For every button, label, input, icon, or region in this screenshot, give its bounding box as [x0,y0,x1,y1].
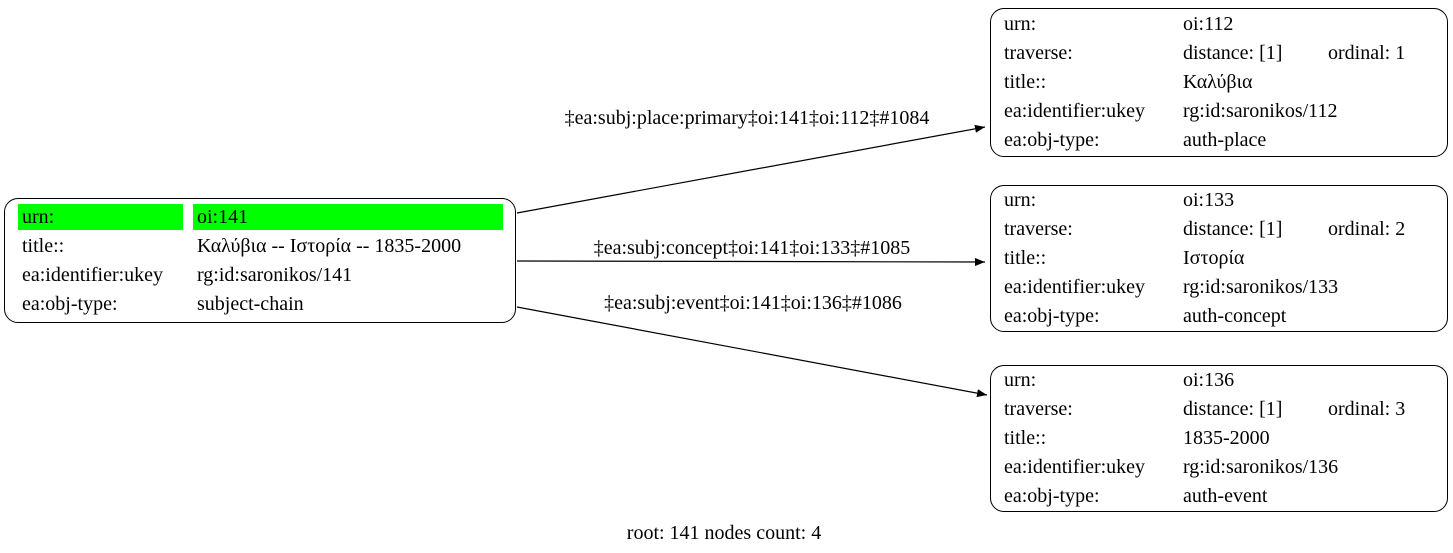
field-value: distance: [1] ordinal: 2 [1183,218,1435,241]
field-value: rg:id:saronikos/136 [1183,456,1339,478]
field-row-identifier: ea:identifier:ukey rg:id:saronikos/141 [18,261,503,290]
ordinal-value: ordinal: 3 [1328,398,1406,420]
record-rows: urn: oi:133 traverse: distance: [1] ordin… [991,186,1447,331]
field-value: 1835-2000 [1183,427,1270,449]
field-value: oi:141 [193,204,503,230]
field-value: subject-chain [197,292,304,315]
field-label: ea:identifier:ukey [1004,276,1146,298]
field-row-urn: urn: oi:133 [1004,186,1435,215]
field-value: oi:136 [1183,369,1235,391]
edge-label-event: ‡ea:subj:event‡oi:141‡oi:136‡#1086 [604,292,902,314]
field-value: Καλύβια [1183,71,1253,93]
field-label: title:: [22,234,65,257]
field-value: oi:112 [1183,13,1234,35]
ordinal-value: ordinal: 2 [1328,218,1406,240]
edge-place-primary [516,124,986,214]
field-value: auth-place [1183,129,1267,151]
record-rows: urn: oi:141 title:: Καλύβια -- Ιστορία -… [5,199,515,322]
node-oi-136: urn: oi:136 traverse: distance: [1] ordin… [990,365,1448,512]
field-row-identifier: ea:identifier:ukey rg:id:saronikos/133 [1004,273,1435,302]
field-row-title: title:: Καλύβια [1004,68,1435,97]
distance-value: distance: [1] [1183,398,1283,420]
field-row-objtype: ea:obj-type: auth-event [1004,482,1435,511]
field-label: traverse: [1004,218,1073,240]
distance-value: distance: [1] [1183,218,1283,240]
field-label: ea:obj-type: [1004,129,1100,151]
ordinal-value: ordinal: 1 [1328,42,1406,64]
field-label: urn: [18,204,183,230]
field-label: ea:obj-type: [1004,305,1100,327]
field-label: urn: [1004,13,1037,35]
edge-concept [516,257,986,266]
edge-event [516,306,988,398]
field-label: urn: [1004,189,1037,211]
graph-caption: root: 141 nodes count: 4 [626,522,822,544]
field-label: ea:identifier:ukey [22,263,164,286]
field-row-objtype: ea:obj-type: auth-place [1004,126,1435,155]
field-label: ea:obj-type: [1004,485,1100,507]
field-label: ea:identifier:ukey [1004,456,1146,478]
node-oi-112: urn: oi:112 traverse: distance: [1] ordin… [990,8,1448,157]
field-row-objtype: ea:obj-type: subject-chain [18,290,503,319]
record-rows: urn: oi:112 traverse: distance: [1] ordin… [991,9,1447,156]
field-label: traverse: [1004,398,1073,420]
field-row-title: title:: Ιστορία [1004,244,1435,273]
field-row-traverse: traverse: distance: [1] ordinal: 1 [1004,39,1435,68]
field-row-title: title:: 1835-2000 [1004,424,1435,453]
field-label: ea:obj-type: [22,292,118,315]
field-value: rg:id:saronikos/141 [197,263,353,286]
node-oi-141: urn: oi:141 title:: Καλύβια -- Ιστορία -… [4,198,516,323]
field-value: rg:id:saronikos/112 [1183,100,1338,122]
field-label: title:: [1004,71,1047,93]
edge-label-place-primary: ‡ea:subj:place:primary‡oi:141‡oi:112‡#10… [564,107,930,129]
edge-label-concept: ‡ea:subj:concept‡oi:141‡oi:133‡#1085 [593,237,911,259]
field-row-urn: urn: oi:141 [18,203,503,232]
field-row-objtype: ea:obj-type: auth-concept [1004,302,1435,331]
field-value: auth-concept [1183,305,1287,327]
record-rows: urn: oi:136 traverse: distance: [1] ordin… [991,366,1447,511]
field-row-identifier: ea:identifier:ukey rg:id:saronikos/112 [1004,97,1435,126]
field-value: auth-event [1183,485,1268,507]
field-row-traverse: traverse: distance: [1] ordinal: 2 [1004,215,1435,244]
field-label: title:: [1004,247,1047,269]
field-value: distance: [1] ordinal: 3 [1183,398,1435,421]
distance-value: distance: [1] [1183,42,1283,64]
field-label: title:: [1004,427,1047,449]
field-label: urn: [1004,369,1037,391]
node-oi-133: urn: oi:133 traverse: distance: [1] ordin… [990,185,1448,332]
field-row-identifier: ea:identifier:ukey rg:id:saronikos/136 [1004,453,1435,482]
field-label: traverse: [1004,42,1073,64]
field-row-urn: urn: oi:112 [1004,10,1435,39]
field-row-traverse: traverse: distance: [1] ordinal: 3 [1004,395,1435,424]
field-row-urn: urn: oi:136 [1004,366,1435,395]
field-value: oi:133 [1183,189,1235,211]
field-value: Καλύβια -- Ιστορία -- 1835-2000 [197,234,462,257]
field-label: ea:identifier:ukey [1004,100,1146,122]
field-value: Ιστορία [1183,247,1245,269]
field-value: rg:id:saronikos/133 [1183,276,1339,298]
field-value: distance: [1] ordinal: 1 [1183,42,1435,65]
field-row-title: title:: Καλύβια -- Ιστορία -- 1835-2000 [18,232,503,261]
